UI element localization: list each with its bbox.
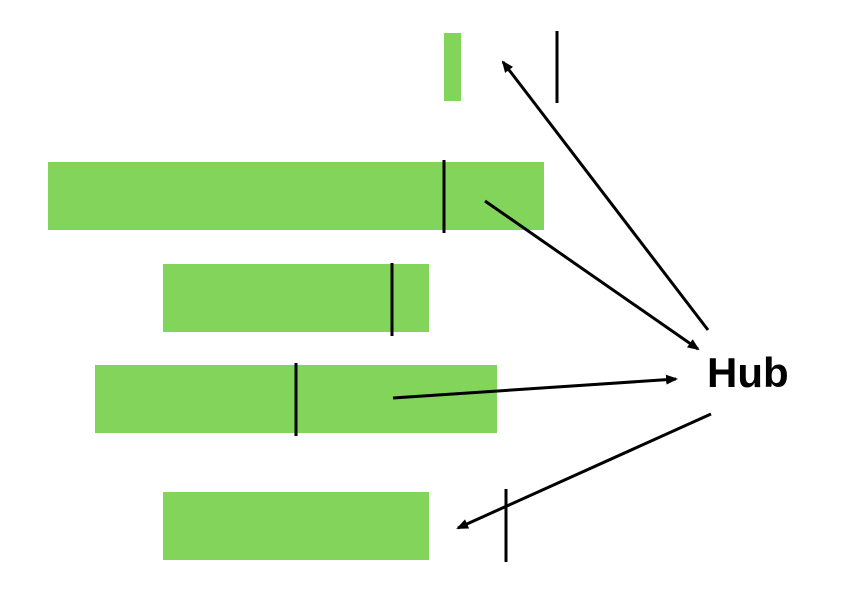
bar-3 xyxy=(163,264,429,332)
arrow-hub-to-top xyxy=(501,60,710,331)
arrow-bar4-to-hub xyxy=(392,374,678,400)
arrow-bar2-to-hub xyxy=(484,199,700,351)
bar-1 xyxy=(444,33,461,101)
bar-2 xyxy=(48,162,544,230)
hub-label: Hub xyxy=(707,349,789,396)
bar-5 xyxy=(163,492,429,560)
arrow-hub-to-bottom xyxy=(456,412,712,530)
